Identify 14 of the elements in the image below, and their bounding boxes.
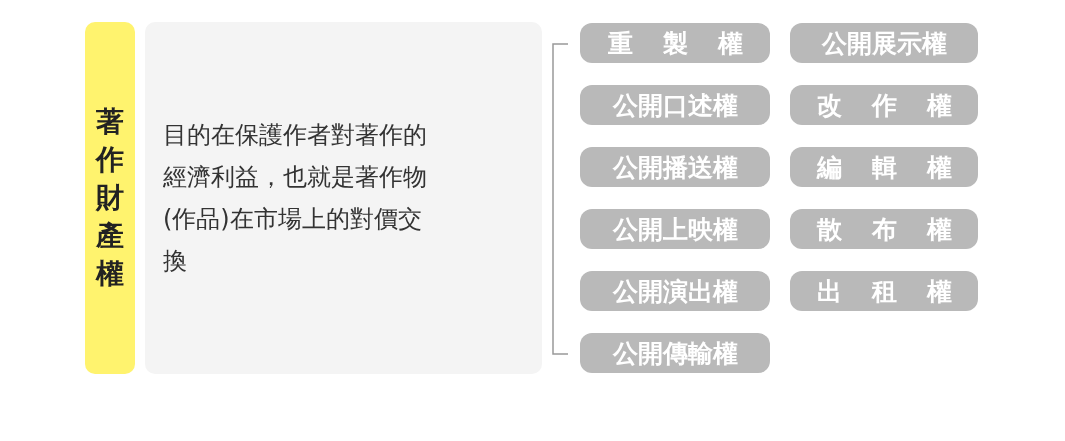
right-pill: 散布權 — [790, 209, 978, 249]
right-pill: 公開演出權 — [580, 271, 770, 311]
right-pill: 公開口述權 — [580, 85, 770, 125]
right-pill: 改作權 — [790, 85, 978, 125]
right-pill: 編輯權 — [790, 147, 978, 187]
right-pill: 公開播送權 — [580, 147, 770, 187]
right-pill: 重製權 — [580, 23, 770, 63]
title-text: 著作財產權 — [95, 104, 125, 292]
right-pill: 公開展示權 — [790, 23, 978, 63]
right-pill: 出租權 — [790, 271, 978, 311]
description-text: 目的在保護作者對著作的經濟利益，也就是著作物(作品)在市場上的對價交換 — [163, 120, 428, 277]
title-box — [85, 22, 135, 374]
right-pill: 公開上映權 — [580, 209, 770, 249]
right-pill: 公開傳輸權 — [580, 333, 770, 373]
